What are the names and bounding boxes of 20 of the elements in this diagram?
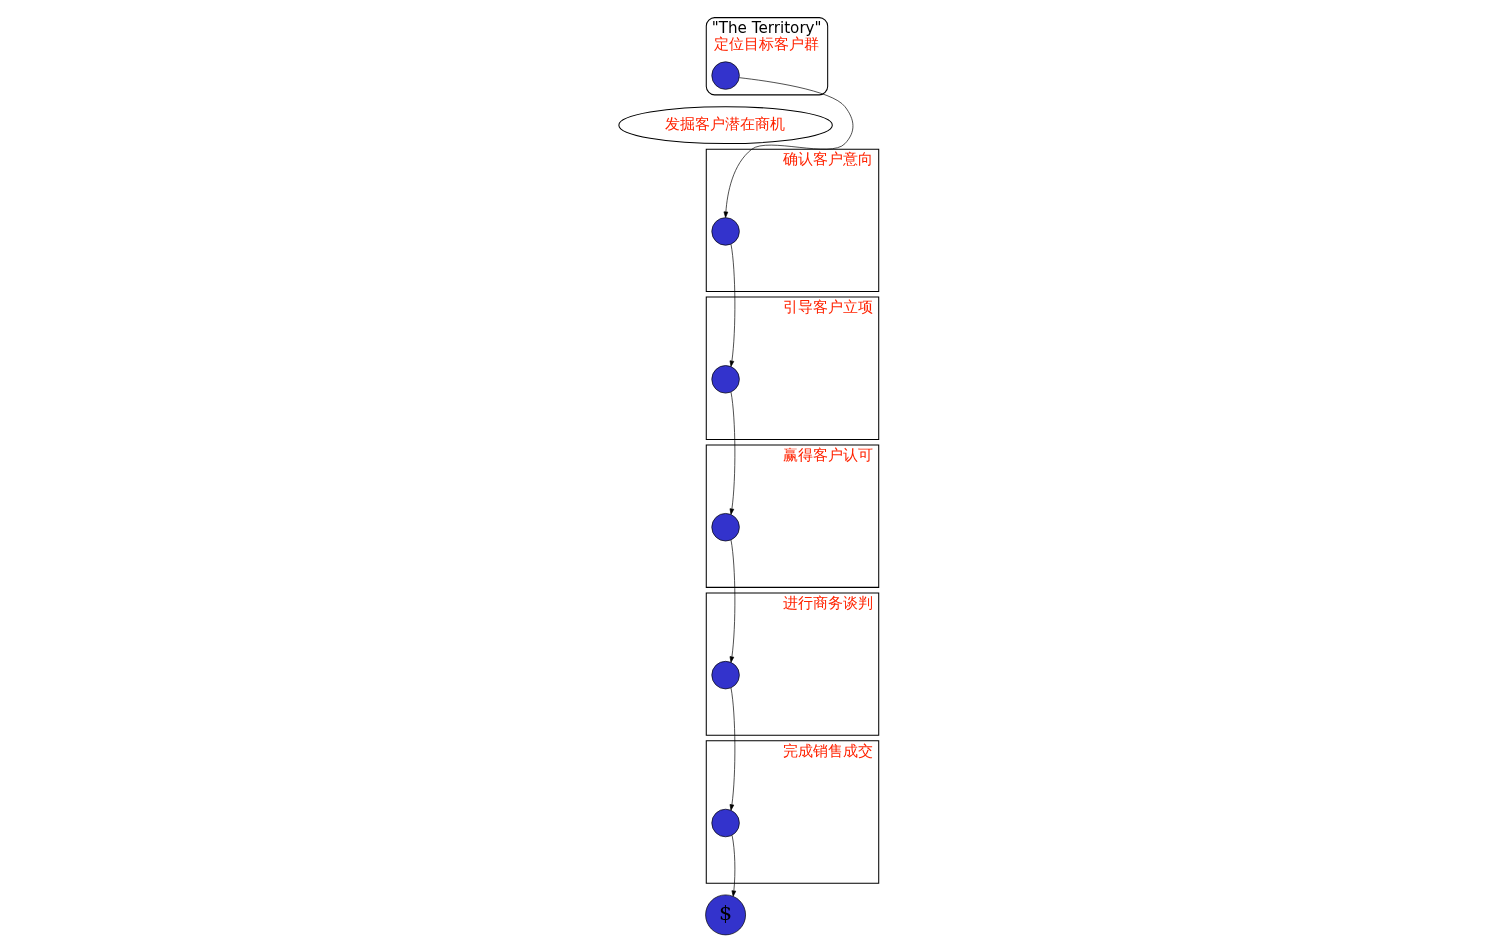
cluster: 确认客户意向	[705, 148, 879, 292]
cluster: 赢得客户认可	[705, 444, 879, 588]
node-ellipse: 发掘客户潜在商机	[617, 105, 833, 144]
cluster: "The Territory" 定位目标客户群	[705, 16, 828, 95]
arrow	[729, 243, 735, 367]
cluster: 完成销售成交	[705, 739, 879, 884]
arrow	[731, 834, 736, 897]
node-circle	[710, 512, 740, 541]
node-circle	[710, 364, 740, 393]
node-circle	[710, 808, 740, 837]
arrow	[729, 539, 735, 663]
arrow	[729, 391, 735, 515]
arrow	[723, 76, 853, 218]
node-circle: $	[704, 894, 746, 935]
node-circle	[710, 660, 740, 689]
node-circle	[710, 216, 740, 246]
cluster: 进行商务谈判	[705, 591, 879, 736]
cluster: 引导客户立项	[705, 296, 879, 440]
node-circle	[710, 60, 740, 90]
arrow	[729, 687, 735, 811]
